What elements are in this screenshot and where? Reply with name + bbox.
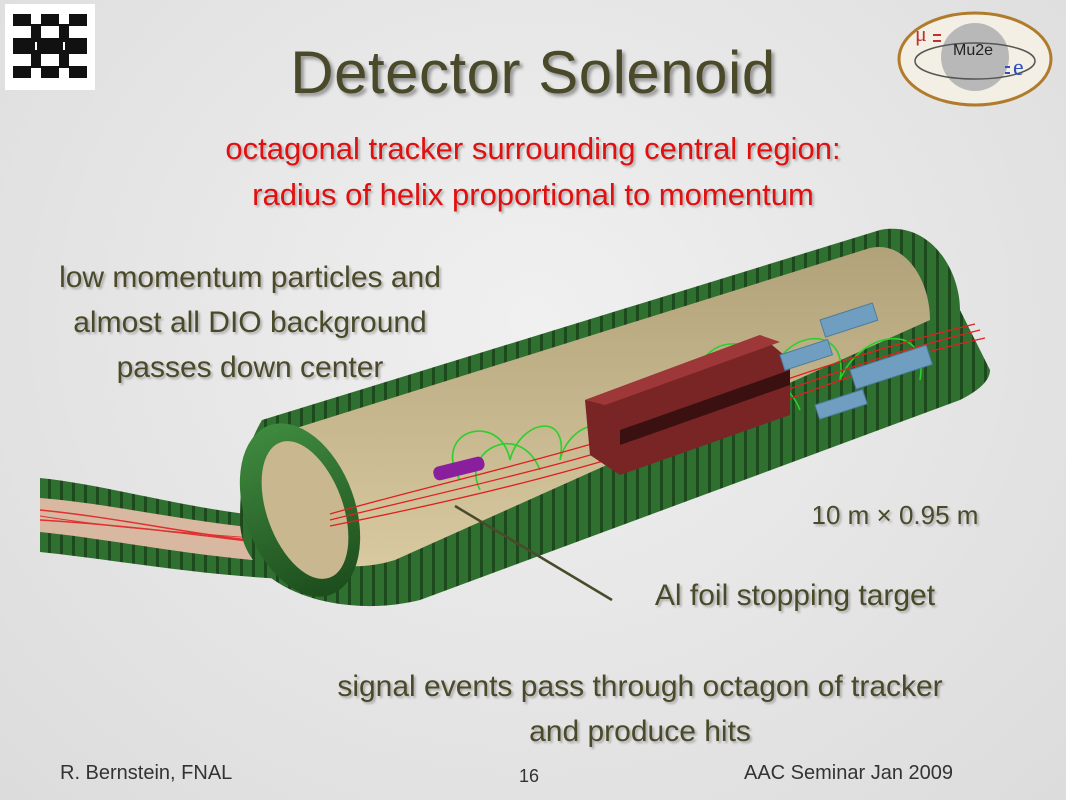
detector-solenoid-illustration bbox=[39, 228, 990, 607]
mu2e-logo-text: Mu2e bbox=[953, 42, 993, 59]
callout-left-line-2: almost all DIO background bbox=[73, 306, 427, 339]
e-glyph: e bbox=[1013, 55, 1024, 81]
subtitle-line-1: octagonal tracker surrounding central re… bbox=[225, 131, 841, 166]
subtitle-line-2: radius of helix proportional to momentum bbox=[252, 177, 814, 212]
mu-glyph: μ bbox=[915, 21, 927, 46]
callout-left-line-1: low momentum particles and bbox=[59, 261, 441, 294]
target-pointer-line bbox=[454, 504, 613, 602]
slide-title: Detector Solenoid bbox=[290, 39, 776, 106]
mu2e-logo: Mu2e μ e bbox=[895, 5, 1055, 110]
low-momentum-callout: low momentum particles and almost all DI… bbox=[0, 255, 500, 390]
stopping-target bbox=[433, 456, 485, 481]
octagonal-tracker bbox=[585, 335, 790, 475]
callout-left-line-3: passes down center bbox=[116, 351, 384, 384]
signal-line-1: signal events pass through octagon of tr… bbox=[337, 670, 943, 703]
footer-page-number: 16 bbox=[519, 766, 540, 786]
stopping-target-label: Al foil stopping target bbox=[654, 579, 936, 612]
calorimeter-blocks bbox=[779, 302, 933, 420]
mu2e-logo-icon: Mu2e μ e bbox=[897, 11, 1053, 107]
footer-author: R. Bernstein, FNAL bbox=[60, 762, 233, 784]
slide-subtitle: octagonal tracker surrounding central re… bbox=[100, 126, 966, 218]
fermilab-logo-icon bbox=[13, 14, 87, 78]
signal-line-2: and produce hits bbox=[529, 715, 751, 748]
fermilab-logo bbox=[5, 4, 95, 90]
solenoid-dimensions: 10 m × 0.95 m bbox=[811, 500, 979, 530]
signal-events-text: signal events pass through octagon of tr… bbox=[230, 664, 1050, 754]
footer-event: AAC Seminar Jan 2009 bbox=[744, 762, 954, 784]
